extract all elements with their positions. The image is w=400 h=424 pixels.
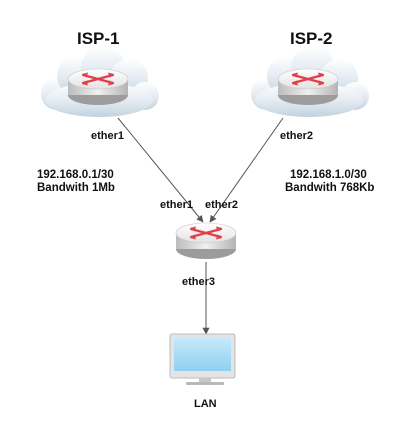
isp1-router-icon <box>66 67 130 107</box>
router-port-right-label: ether2 <box>205 199 239 211</box>
isp2-title: ISP-2 <box>290 29 333 48</box>
router-port-left-label: ether1 <box>160 199 194 211</box>
link-isp2-router <box>209 117 284 223</box>
isp1-network-label: 192.168.0.1/30 <box>37 169 114 181</box>
isp1-port-label: ether1 <box>91 130 125 142</box>
isp2-bandwidth-label: Bandwith 768Kb <box>285 182 375 194</box>
lan-monitor-icon <box>169 333 236 385</box>
link-isp1-router <box>117 117 204 223</box>
router-port-down-label: ether3 <box>182 276 216 288</box>
isp2-router-icon <box>276 67 340 107</box>
isp2-network-label: 192.168.1.0/30 <box>290 169 367 181</box>
isp2-port-label: ether2 <box>280 130 314 142</box>
core-router-icon <box>174 221 238 261</box>
isp1-bandwidth-label: Bandwith 1Mb <box>37 182 115 194</box>
isp1-title: ISP-1 <box>77 29 120 48</box>
lan-label: LAN <box>194 398 217 410</box>
